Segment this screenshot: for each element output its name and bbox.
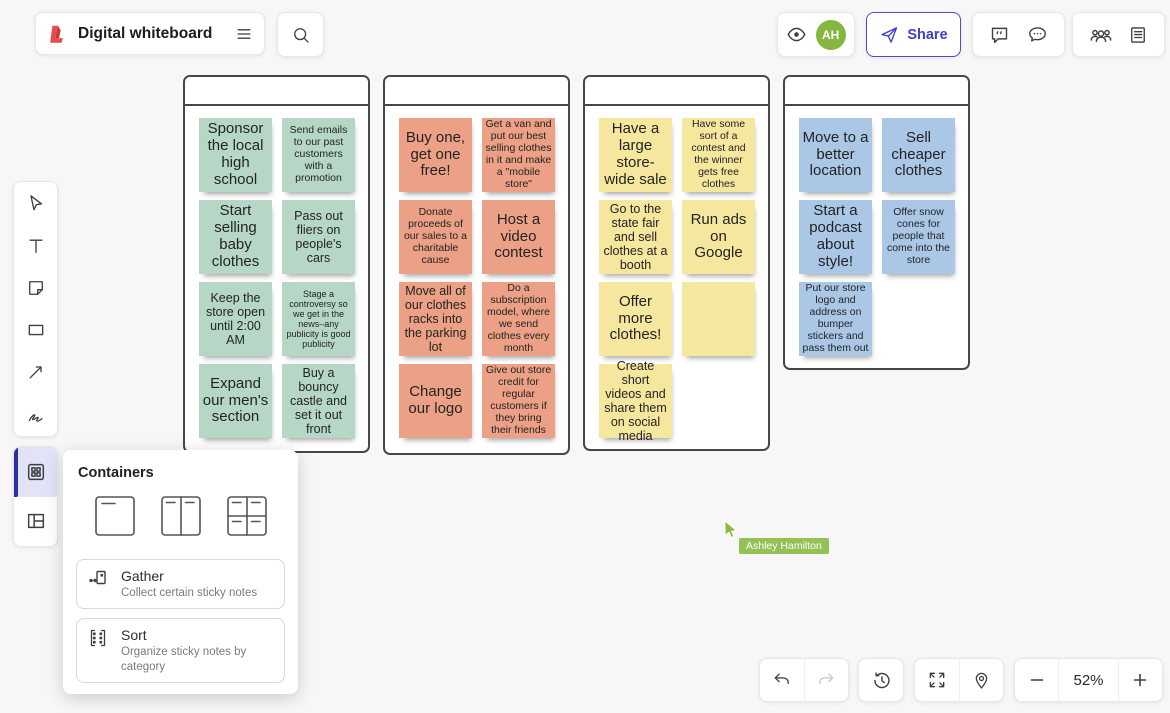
- history-group: [858, 658, 904, 702]
- sort-subtitle: Organize sticky notes by category: [121, 646, 247, 673]
- sticky-note[interactable]: Offer more clothes!: [599, 282, 672, 356]
- location-pin-button[interactable]: [958, 659, 1004, 701]
- sticky-note[interactable]: Offer snow cones for people that come in…: [882, 200, 955, 274]
- search-icon: [291, 25, 311, 45]
- sticky-note[interactable]: Do a subscription model, where we send c…: [482, 282, 555, 356]
- gather-option[interactable]: Gather Collect certain sticky notes: [76, 559, 285, 610]
- sticky-note[interactable]: Start a podcast about style!: [799, 200, 872, 274]
- containers-popup: Containers: [63, 450, 298, 694]
- container-title-bar[interactable]: [385, 77, 568, 106]
- sticky-note[interactable]: Go to the state fair and sell clothes at…: [599, 200, 672, 274]
- sticky-note[interactable]: Run ads on Google: [682, 200, 755, 274]
- lucidspark-logo: [46, 23, 68, 45]
- search-button[interactable]: [277, 12, 324, 57]
- container-title-bar[interactable]: [585, 77, 768, 106]
- collaborator-name-label: Ashley Hamilton: [739, 538, 829, 554]
- sticky-note[interactable]: Buy a bouncy castle and set it out front: [282, 364, 355, 438]
- containers-popup-title: Containers: [78, 465, 154, 481]
- sticky-note[interactable]: Have some sort of a contest and the winn…: [682, 118, 755, 192]
- presence-group: AH: [777, 12, 855, 57]
- undo-button[interactable]: [760, 659, 804, 701]
- zoom-in-button[interactable]: [1117, 659, 1162, 701]
- zoom-level[interactable]: 52%: [1058, 659, 1117, 701]
- sticky-note[interactable]: Expand our men's section: [199, 364, 272, 438]
- document-title-bar: Digital whiteboard: [35, 12, 265, 55]
- line-tool[interactable]: [14, 351, 57, 393]
- view-group: [914, 658, 1004, 702]
- container-shape-options: [76, 495, 285, 537]
- sort-icon: [87, 627, 109, 649]
- containers-tool[interactable]: [14, 447, 57, 497]
- sticky-note[interactable]: Move all of our clothes racks into the p…: [399, 282, 472, 356]
- container-2[interactable]: Buy one, get one free!Get a van and put …: [383, 75, 570, 455]
- sticky-note-tool[interactable]: [14, 267, 57, 309]
- sticky-note[interactable]: Get a van and put our best selling cloth…: [482, 118, 555, 192]
- sticky-note[interactable]: Sell cheaper clothes: [882, 118, 955, 192]
- fit-to-screen-button[interactable]: [915, 659, 959, 701]
- frames-tool[interactable]: [14, 497, 57, 547]
- history-button[interactable]: [859, 659, 903, 701]
- sticky-note[interactable]: Host a video contest: [482, 200, 555, 274]
- collaboration-group: [1072, 12, 1165, 57]
- share-button[interactable]: Share: [866, 12, 961, 57]
- container-title-bar[interactable]: [185, 77, 368, 106]
- four-quadrant-container-option[interactable]: [226, 495, 268, 537]
- sticky-note[interactable]: Have a large store-wide sale: [599, 118, 672, 192]
- sticky-note[interactable]: [682, 282, 755, 356]
- undo-redo-group: [759, 658, 849, 702]
- sticky-note[interactable]: Put our store logo and address on bumper…: [799, 282, 872, 356]
- pen-tool[interactable]: [14, 394, 57, 436]
- sticky-note[interactable]: Move to a better location: [799, 118, 872, 192]
- container-title-bar[interactable]: [785, 77, 968, 106]
- share-label: Share: [907, 26, 948, 43]
- selected-indicator: [14, 447, 18, 497]
- gather-subtitle: Collect certain sticky notes: [121, 587, 258, 599]
- sticky-note[interactable]: Donate proceeds of our sales to a charit…: [399, 200, 472, 274]
- sticky-note[interactable]: Buy one, get one free!: [399, 118, 472, 192]
- sticky-note[interactable]: Send emails to our past customers with a…: [282, 118, 355, 192]
- eye-icon[interactable]: [786, 24, 807, 45]
- gather-title: Gather: [121, 568, 164, 584]
- container-body: Buy one, get one free!Get a van and put …: [385, 106, 568, 450]
- comments-group: [972, 12, 1065, 57]
- sticky-note[interactable]: Stage a controversy so we get in the new…: [282, 282, 355, 356]
- select-tool[interactable]: [14, 182, 57, 224]
- people-icon[interactable]: [1089, 24, 1113, 45]
- zoom-group: 52%: [1014, 658, 1163, 702]
- paper-plane-icon: [879, 25, 899, 45]
- document-title[interactable]: Digital whiteboard: [78, 24, 213, 42]
- tools-toolbar: [13, 181, 58, 437]
- comment-dots-icon[interactable]: [1027, 24, 1048, 45]
- redo-button[interactable]: [803, 659, 849, 701]
- gather-icon: [87, 568, 109, 590]
- shapes-tool[interactable]: [14, 309, 57, 351]
- notes-icon[interactable]: [1128, 25, 1148, 45]
- comment-quote-icon[interactable]: [989, 24, 1010, 45]
- avatar[interactable]: AH: [815, 19, 846, 50]
- sort-option[interactable]: Sort Organize sticky notes by category: [76, 618, 285, 684]
- sticky-note[interactable]: Start selling baby clothes: [199, 200, 272, 274]
- collaborator-cursor-icon: [724, 519, 740, 543]
- sticky-note[interactable]: Give out store credit for regular custom…: [482, 364, 555, 438]
- sticky-note[interactable]: Change our logo: [399, 364, 472, 438]
- text-tool[interactable]: [14, 225, 57, 267]
- zoom-out-button[interactable]: [1015, 659, 1058, 701]
- sticky-note[interactable]: Keep the store open until 2:00 AM: [199, 282, 272, 356]
- organize-toolbar: [13, 446, 58, 547]
- sticky-note[interactable]: Pass out fliers on people's cars: [282, 200, 355, 274]
- menu-icon[interactable]: [234, 24, 254, 44]
- sort-title: Sort: [121, 627, 147, 644]
- sticky-note[interactable]: Create short videos and share them on so…: [599, 359, 672, 443]
- sticky-note[interactable]: Sponsor the local high school: [199, 118, 272, 192]
- two-column-container-option[interactable]: [160, 495, 202, 537]
- single-container-option[interactable]: [94, 495, 136, 537]
